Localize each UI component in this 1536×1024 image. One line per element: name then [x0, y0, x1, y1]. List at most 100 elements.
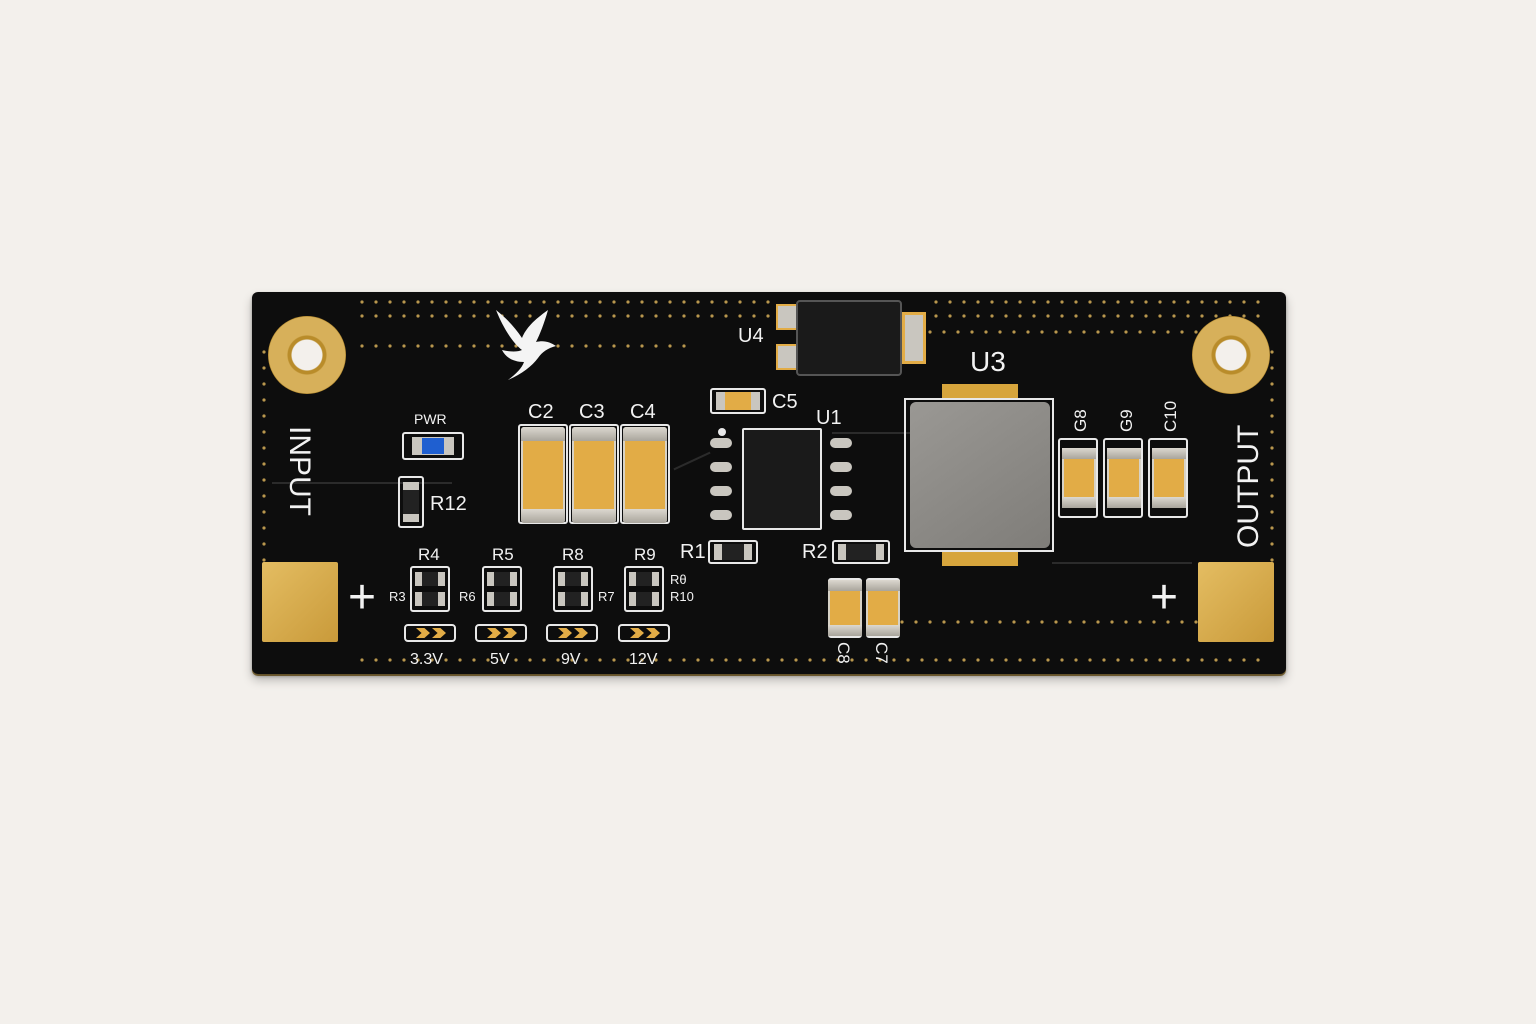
r6-resistor: [487, 592, 517, 606]
via-dot: [416, 658, 420, 662]
u3-pad-bottom: [942, 550, 1018, 566]
via-dot: [654, 300, 658, 304]
c5-capacitor: [716, 392, 760, 410]
via-dot: [444, 658, 448, 662]
via-dot: [374, 344, 378, 348]
via-dot: [458, 314, 462, 318]
via-dot: [794, 658, 798, 662]
via-dot: [1144, 658, 1148, 662]
via-dot: [1004, 300, 1008, 304]
pwr-led: [412, 437, 454, 455]
via-dot: [1130, 300, 1134, 304]
via-dot: [1060, 658, 1064, 662]
via-dot: [556, 658, 560, 662]
c2-outline: [518, 424, 568, 524]
via-dot: [500, 658, 504, 662]
jumper-5v[interactable]: [475, 624, 527, 642]
via-dot: [262, 478, 266, 482]
output-pad[interactable]: [1198, 562, 1274, 642]
via-dot: [584, 658, 588, 662]
via-dot: [388, 314, 392, 318]
via-dot: [1270, 494, 1274, 498]
via-dot: [962, 314, 966, 318]
via-dot: [1200, 300, 1204, 304]
via-dot: [416, 314, 420, 318]
via-dot: [836, 658, 840, 662]
via-dot: [360, 300, 364, 304]
via-dot: [682, 314, 686, 318]
via-dot: [1194, 330, 1198, 334]
c5-outline: [710, 388, 766, 414]
via-dot: [1270, 382, 1274, 386]
via-dot: [1228, 300, 1232, 304]
r4-r3-outline: [410, 566, 450, 612]
via-dot: [942, 620, 946, 624]
via-dot: [1172, 300, 1176, 304]
via-dot: [1214, 314, 1218, 318]
via-dot: [402, 344, 406, 348]
via-dot: [1186, 658, 1190, 662]
via-dot: [998, 330, 1002, 334]
c8-capacitor: [828, 580, 862, 636]
r9-r10-outline: [624, 566, 664, 612]
r8-resistor: [558, 572, 588, 586]
input-pad[interactable]: [262, 562, 338, 642]
via-dot: [1060, 300, 1064, 304]
r3-label: R3: [389, 589, 406, 604]
via-dot: [472, 658, 476, 662]
via-dot: [430, 658, 434, 662]
via-dot: [724, 314, 728, 318]
via-dot: [696, 314, 700, 318]
via-dot: [1102, 658, 1106, 662]
via-dot: [612, 300, 616, 304]
via-dot: [612, 314, 616, 318]
r1-label: R1: [680, 541, 706, 563]
via-dot: [598, 314, 602, 318]
via-dot: [486, 300, 490, 304]
u1-pin: [830, 462, 852, 472]
via-dot: [738, 314, 742, 318]
v12-label: 12V: [629, 651, 658, 668]
via-dot: [710, 658, 714, 662]
r3-resistor: [415, 592, 445, 606]
via-dot: [444, 314, 448, 318]
via-dot: [948, 300, 952, 304]
jumper-9v[interactable]: [546, 624, 598, 642]
via-dot: [682, 344, 686, 348]
jumper-3v3[interactable]: [404, 624, 456, 642]
r9-resistor: [629, 572, 659, 586]
via-dot: [1074, 314, 1078, 318]
via-dot: [1180, 330, 1184, 334]
via-dot: [1270, 462, 1274, 466]
via-dot: [262, 510, 266, 514]
via-dot: [1180, 620, 1184, 624]
input-label: INPUT: [283, 426, 316, 516]
via-dot: [654, 344, 658, 348]
via-dot: [724, 658, 728, 662]
via-dot: [1270, 478, 1274, 482]
via-dot: [752, 658, 756, 662]
via-dot: [1032, 314, 1036, 318]
u1-pin: [830, 486, 852, 496]
via-dot: [1242, 658, 1246, 662]
via-dot: [1082, 620, 1086, 624]
via-dot: [738, 300, 742, 304]
via-dot: [262, 558, 266, 562]
g9-capacitor: [1107, 448, 1141, 508]
via-dot: [402, 658, 406, 662]
u3-inductor: [910, 402, 1050, 548]
via-dot: [626, 300, 630, 304]
jumper-12v[interactable]: [618, 624, 670, 642]
via-pattern: [262, 300, 1274, 662]
r9-label: R9: [634, 545, 656, 564]
via-dot: [766, 658, 770, 662]
c4-outline: [620, 424, 670, 524]
via-dot: [1270, 350, 1274, 354]
via-dot: [570, 658, 574, 662]
via-dot: [626, 658, 630, 662]
via-dot: [906, 658, 910, 662]
via-dot: [822, 658, 826, 662]
via-dot: [1144, 300, 1148, 304]
via-dot: [1012, 620, 1016, 624]
via-dot: [1018, 314, 1022, 318]
